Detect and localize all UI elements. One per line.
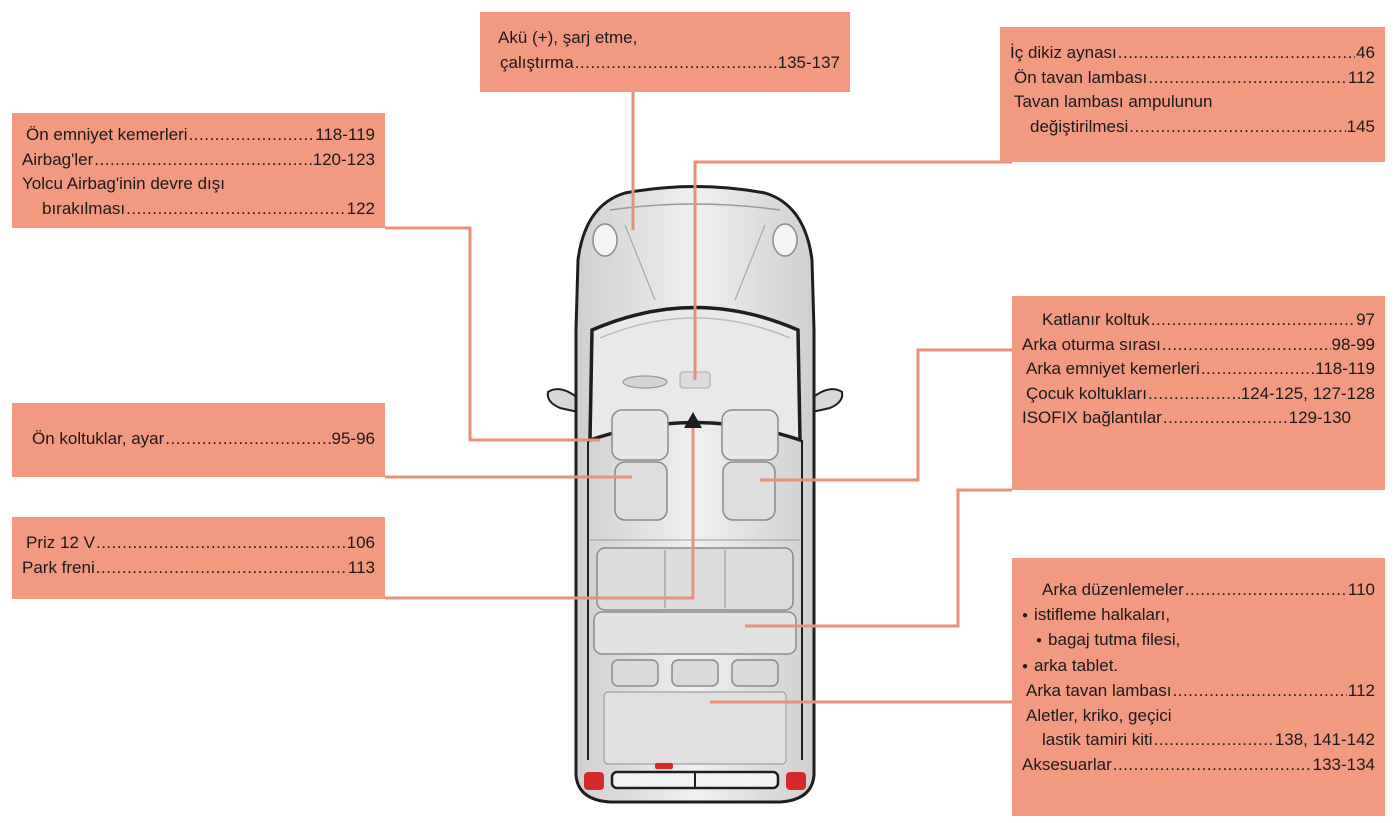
leader-mirror bbox=[693, 160, 1012, 380]
mirror-entry: Ön tavan lambası .......................… bbox=[1010, 66, 1375, 91]
entry-page: 46 bbox=[1356, 43, 1375, 62]
entry-page: 118-119 bbox=[1315, 359, 1375, 378]
leader-socket bbox=[385, 424, 695, 600]
entry-label: Priz 12 V bbox=[26, 533, 95, 552]
entry-label: istifleme halkaları, bbox=[1022, 603, 1375, 629]
front-left-seat bbox=[611, 409, 669, 521]
callout-front-seats: Ön koltuklar, ayar .....................… bbox=[12, 403, 385, 477]
left-tail-light bbox=[584, 772, 604, 790]
mirror-entry: değiştirilmesi .........................… bbox=[1010, 115, 1375, 140]
entry-page: 145 bbox=[1346, 116, 1375, 136]
leader-belts bbox=[385, 226, 600, 442]
right-headlight bbox=[772, 223, 798, 257]
entry-label: Katlanır koltuk bbox=[1042, 310, 1150, 329]
callout-mirror: İç dikiz aynası ........................… bbox=[1000, 27, 1385, 162]
left-headlight bbox=[592, 223, 618, 257]
belts-entry: bırakılması ............................… bbox=[22, 197, 375, 222]
entry-page: 122 bbox=[346, 198, 375, 218]
leader-rear-fittings bbox=[745, 488, 1012, 628]
callout-rear-fittings: Arka düzenlemeler ......................… bbox=[1012, 558, 1385, 816]
callout-belts: Ön emniyet kemerleri ...................… bbox=[12, 113, 385, 228]
entry-label: Arka emniyet kemerleri bbox=[1026, 359, 1200, 378]
rear-seats-entry: ISOFIX bağlantılar .....................… bbox=[1022, 406, 1375, 431]
entry-label: Park freni bbox=[22, 557, 95, 577]
rear-seats-entry: Katlanır koltuk ........................… bbox=[1022, 308, 1375, 333]
rear-fittings-entry: Arka düzenlemeler ......................… bbox=[1022, 578, 1375, 603]
entry-page: 135-137 bbox=[777, 52, 840, 72]
entry-label: Ön tavan lambası bbox=[1014, 67, 1148, 87]
entry-page: 112 bbox=[1347, 67, 1375, 87]
leader-rear-seats bbox=[760, 348, 1012, 482]
entry-label: Ön koltuklar, ayar bbox=[32, 429, 165, 448]
rear-seats-entry: Çocuk koltukları .......................… bbox=[1022, 382, 1375, 407]
second-row-bench bbox=[593, 547, 797, 655]
front-seats-entry: Ön koltuklar, ayar .....................… bbox=[22, 427, 375, 452]
entry-label: Arka tavan lambası bbox=[1026, 681, 1172, 700]
entry-page: 124-125, 127-128 bbox=[1240, 383, 1375, 403]
callout-socket: Priz 12 V ..............................… bbox=[12, 517, 385, 599]
belts-entry: Ön emniyet kemerleri ...................… bbox=[22, 123, 375, 148]
entry-page: 129-130 bbox=[1288, 408, 1351, 427]
entry-page: 98-99 bbox=[1331, 334, 1375, 354]
entry-label: İç dikiz aynası bbox=[1010, 43, 1117, 62]
entry-page: 138, 141-142 bbox=[1274, 730, 1375, 749]
entry-label: Çocuk koltukları bbox=[1026, 383, 1147, 403]
entry-label: Aletler, kriko, geçici bbox=[1026, 705, 1172, 725]
entry-label: Ön emniyet kemerleri bbox=[26, 125, 188, 144]
entry-label: değiştirilmesi bbox=[1030, 116, 1129, 136]
rear-seats-entry: Arka emniyet kemerleri .................… bbox=[1022, 357, 1375, 382]
right-tail-light bbox=[786, 772, 806, 790]
rear-seats-entry: Arka oturma sırası .....................… bbox=[1022, 333, 1375, 358]
entry-label: lastik tamiri kiti bbox=[1042, 730, 1153, 749]
parking-brake-marker bbox=[684, 412, 702, 428]
rear-fittings-entry: Arka tavan lambası .....................… bbox=[1022, 679, 1375, 704]
entry-page: 110 bbox=[1347, 580, 1375, 599]
belts-entry: Airbag'ler .............................… bbox=[22, 148, 375, 173]
entry-page: 112 bbox=[1347, 681, 1375, 700]
front-right-seat bbox=[721, 409, 779, 521]
entry-label: arka tablet. bbox=[1022, 654, 1375, 680]
entry-label: bırakılması bbox=[42, 198, 126, 218]
entry-page: 95-96 bbox=[331, 429, 375, 448]
entry-page: 106 bbox=[346, 533, 375, 552]
mirror-entry: İç dikiz aynası ........................… bbox=[1010, 41, 1375, 66]
entry-label: çalıştırma bbox=[500, 52, 574, 72]
entry-label: Akü (+), şarj etme, bbox=[498, 28, 638, 47]
leader-lines bbox=[385, 92, 1012, 704]
entry-page: 118-119 bbox=[315, 125, 375, 144]
entry-label: ISOFIX bağlantılar bbox=[1022, 408, 1162, 427]
rear-fittings-entry: lastik tamiri kiti .....................… bbox=[1022, 728, 1375, 753]
socket-entry: Park freni .............................… bbox=[22, 556, 375, 581]
entry-label: Arka oturma sırası bbox=[1022, 334, 1161, 354]
entry-label: Tavan lambası ampulunun bbox=[1014, 92, 1213, 111]
entry-page: 133-134 bbox=[1312, 754, 1375, 774]
entry-page: 113 bbox=[347, 557, 375, 577]
entry-page: 120-123 bbox=[312, 149, 375, 169]
entry-label: Aksesuarlar bbox=[1022, 754, 1112, 774]
left-mirror bbox=[546, 388, 579, 414]
rear-fittings-entry: Aksesuarlar ............................… bbox=[1022, 753, 1375, 778]
socket-entry: Priz 12 V ..............................… bbox=[22, 531, 375, 556]
entry-label: Arka düzenlemeler bbox=[1042, 580, 1184, 599]
entry-page: 97 bbox=[1356, 310, 1375, 329]
battery-entry: çalıştırma .............................… bbox=[490, 51, 840, 76]
entry-label: Yolcu Airbag'inin devre dışı bbox=[22, 174, 225, 193]
right-mirror bbox=[811, 388, 844, 414]
entry-label: Airbag'ler bbox=[22, 149, 94, 169]
callout-battery: Akü (+), şarj etme, çalıştırma .........… bbox=[480, 12, 850, 92]
callout-rear-seats: Katlanır koltuk ........................… bbox=[1012, 296, 1385, 490]
entry-label: bagaj tutma filesi, bbox=[1022, 628, 1375, 654]
